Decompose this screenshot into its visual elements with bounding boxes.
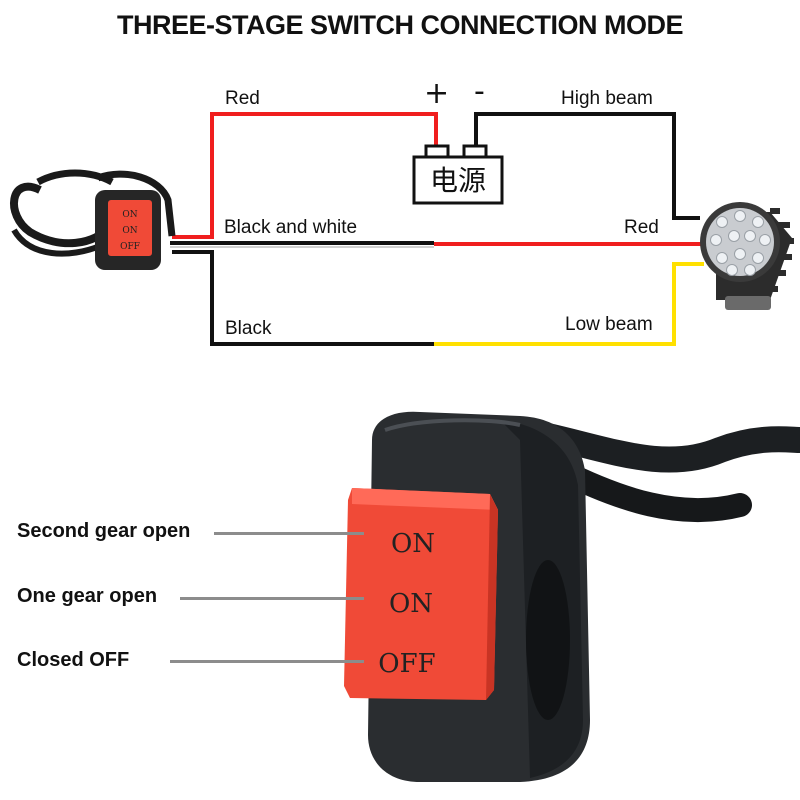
page-title: THREE-STAGE SWITCH CONNECTION MODE bbox=[117, 10, 684, 40]
gear-closed-label: Closed OFF bbox=[17, 649, 130, 671]
label-high-beam: High beam bbox=[561, 88, 653, 109]
label-red: Red bbox=[225, 88, 260, 109]
small-switch-on1: ON bbox=[122, 210, 137, 220]
small-switch-on2: ON bbox=[122, 226, 137, 236]
large-switch-on1: ON bbox=[391, 529, 435, 559]
red-wire bbox=[172, 112, 438, 239]
large-switch-on2: ON bbox=[389, 589, 433, 619]
small-switch-off: OFF bbox=[120, 242, 140, 252]
battery-minus: - bbox=[474, 74, 485, 109]
led-lamp-icon bbox=[700, 202, 794, 310]
high-beam-wire bbox=[474, 112, 700, 220]
gear-one-line bbox=[180, 597, 364, 600]
label-low-beam: Low beam bbox=[565, 314, 653, 335]
battery-icon: 电源 bbox=[412, 144, 504, 205]
black-wire bbox=[172, 250, 434, 346]
large-switch-off: OFF bbox=[378, 649, 435, 679]
low-beam-wire bbox=[434, 262, 704, 346]
large-switch-photo: ON ON OFF bbox=[344, 411, 800, 782]
label-black: Black bbox=[225, 318, 272, 339]
gear-closed-line bbox=[170, 660, 364, 663]
battery-label: 电源 bbox=[430, 164, 486, 197]
label-black-white: Black and white bbox=[224, 217, 358, 238]
label-lamp-red: Red bbox=[624, 217, 659, 238]
small-switch-icon: ON ON OFF bbox=[10, 169, 176, 270]
gear-one-label: One gear open bbox=[17, 585, 158, 607]
battery-plus: + bbox=[424, 76, 450, 111]
gear-second-label: Second gear open bbox=[17, 520, 191, 542]
gear-second-line bbox=[214, 532, 364, 535]
